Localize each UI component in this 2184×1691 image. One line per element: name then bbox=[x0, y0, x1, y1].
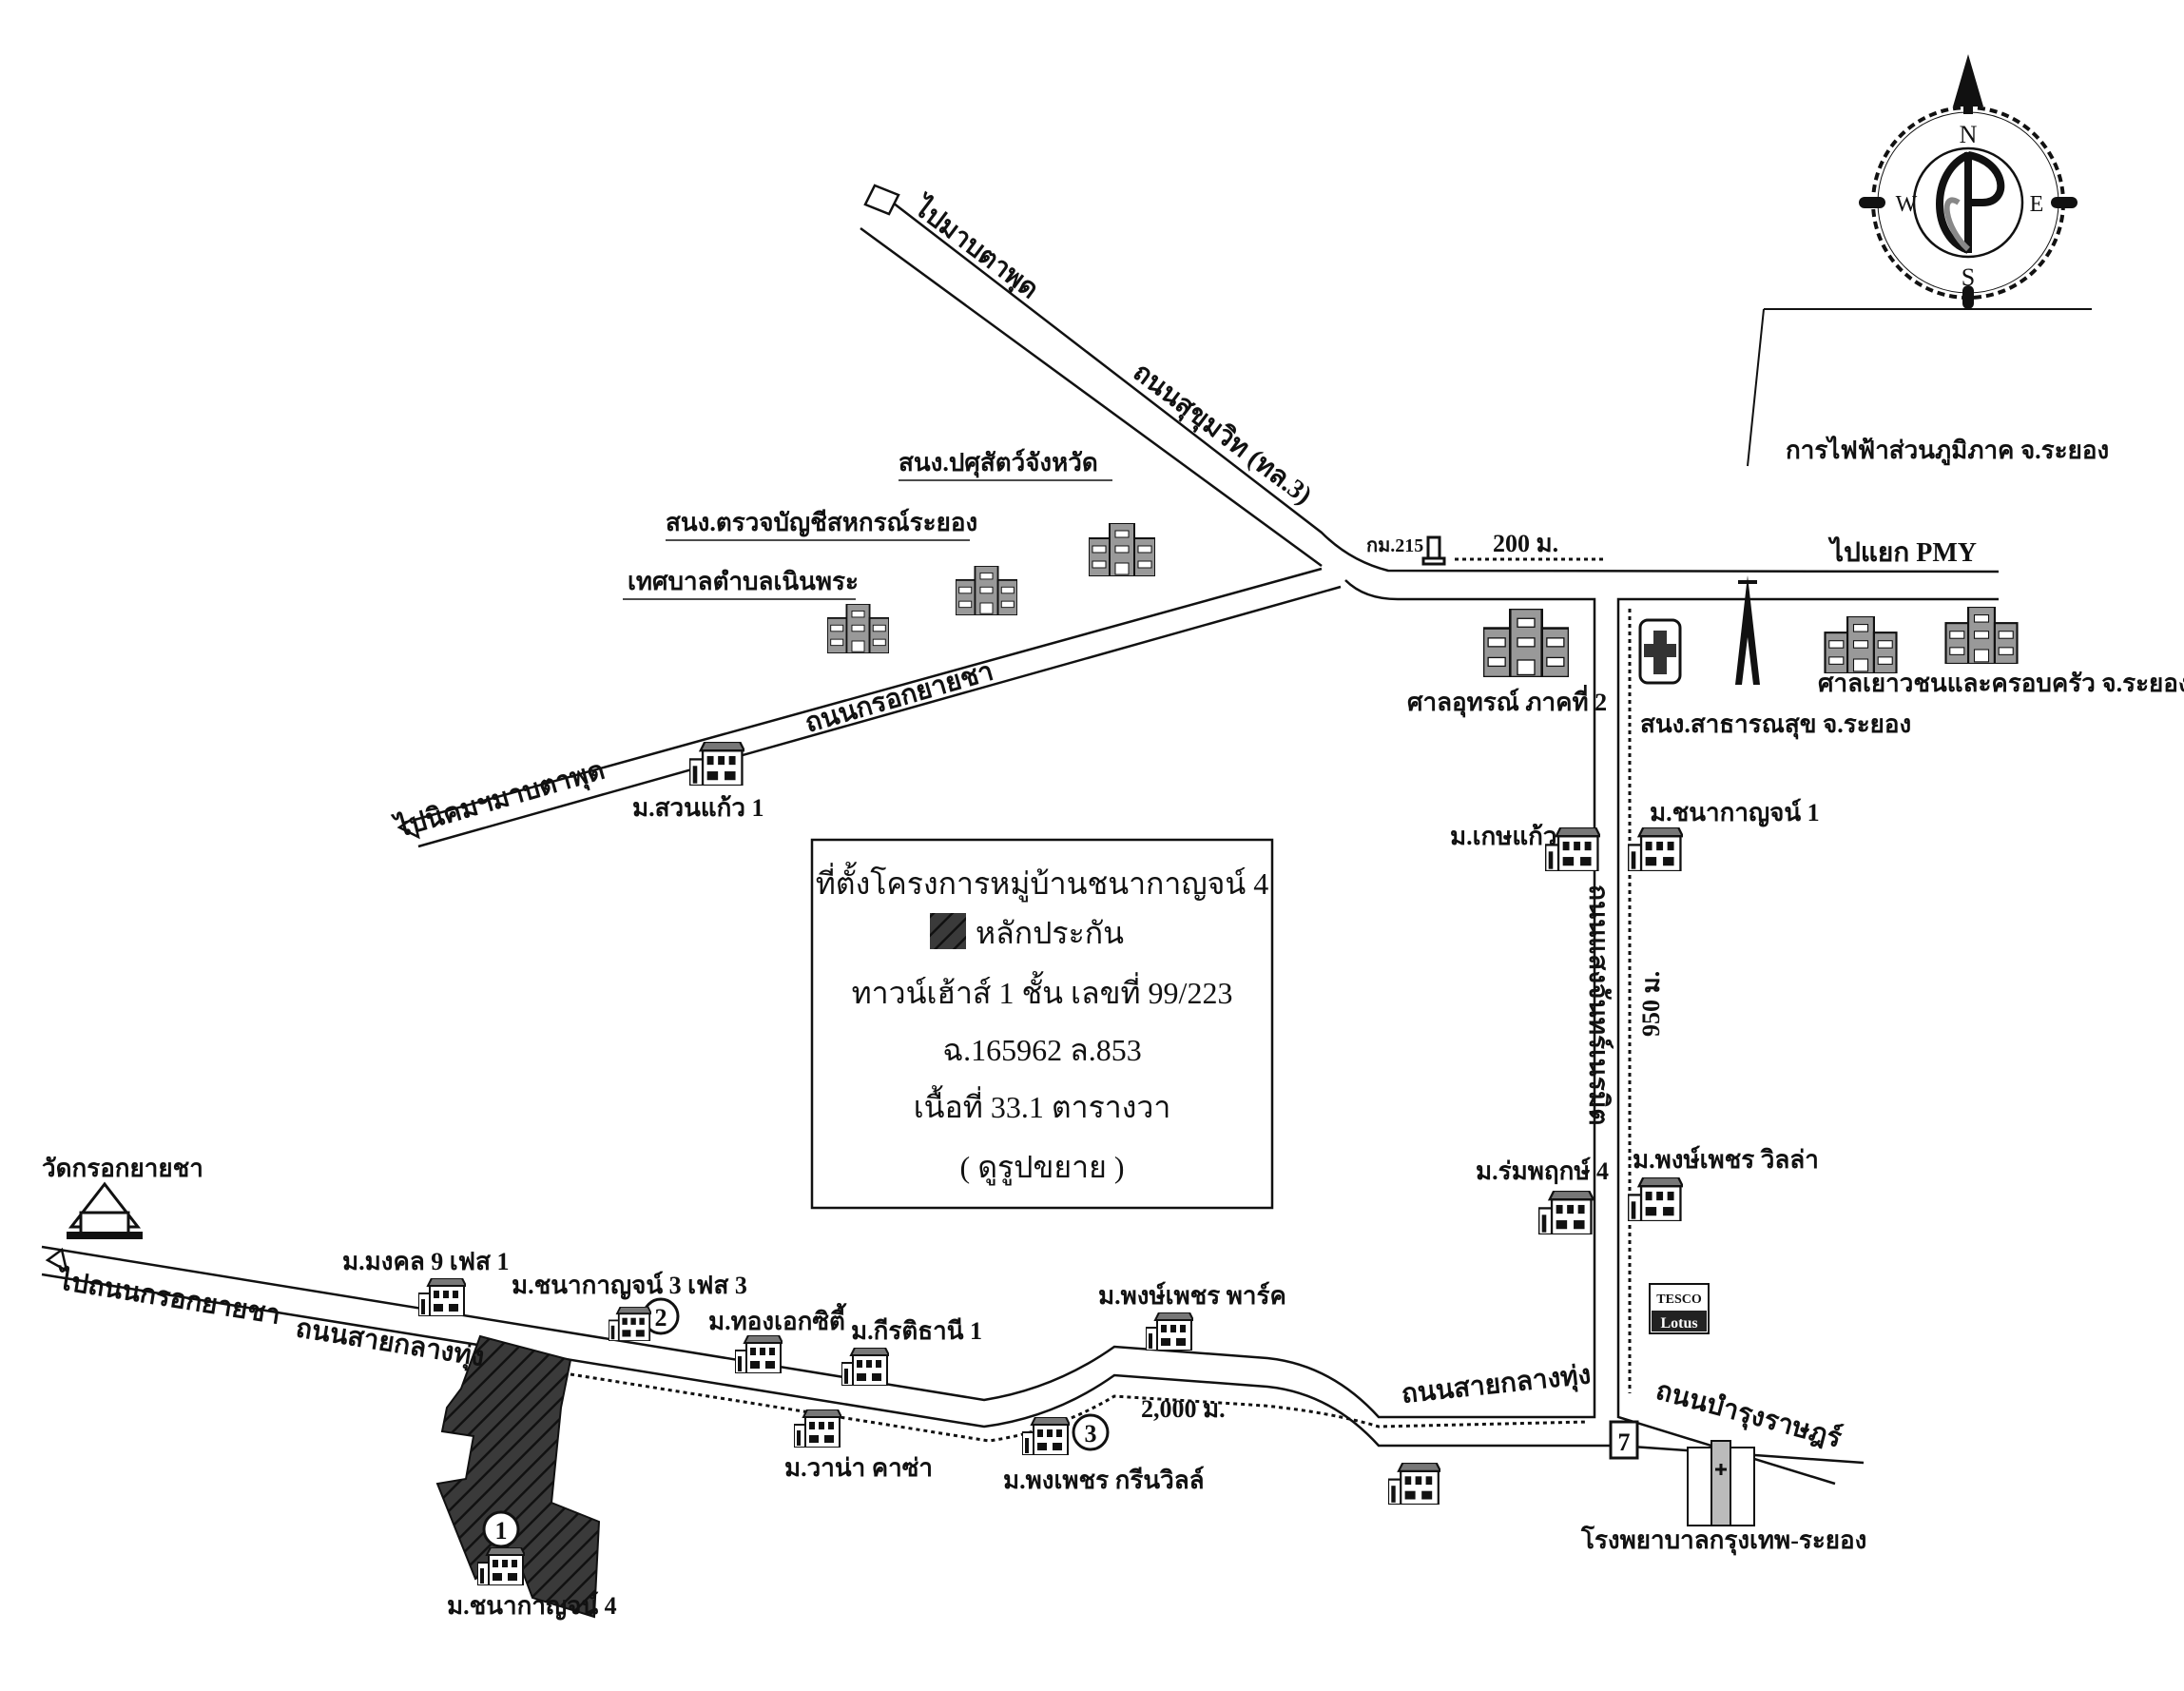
label-pongphet-villa: ม.พงษ์เพชร วิลล่า bbox=[1633, 1145, 1819, 1174]
info-line2: ฉ.165962 ล.853 bbox=[942, 1033, 1141, 1067]
svg-text:7: 7 bbox=[1618, 1429, 1631, 1456]
label-health-office: สนง.สาธารณสุข จ.ระยอง bbox=[1640, 710, 1911, 740]
label-to-pmy: ไปแยก PMY bbox=[1827, 536, 1977, 568]
collateral-legend-swatch bbox=[930, 913, 966, 949]
info-line1: ทาวน์เฮ้าส์ 1 ชั้น เลขที่ 99/223 bbox=[852, 971, 1233, 1010]
info-box: ที่ตั้งโครงการหมู่บ้านชนากาญจน์ 4 หลักปร… bbox=[810, 838, 1274, 1210]
info-line3: เนื้อที่ 33.1 ตารางวา bbox=[914, 1085, 1171, 1124]
compass-rose-icon: N S W E bbox=[1859, 54, 2078, 309]
seven-eleven-logo: 7 bbox=[1609, 1420, 1639, 1460]
label-saengchan: ถนนแสงจันทร์เนรมิต bbox=[1583, 884, 1614, 1125]
road-sukhumvit bbox=[860, 184, 2000, 1393]
compass-west: W bbox=[1896, 192, 1918, 217]
label-noen-phra: เทศบาลตำบลเนินพระ bbox=[628, 568, 859, 595]
label-pongphet-park: ม.พงษ์เพชร พาร์ค bbox=[1098, 1281, 1286, 1310]
label-chanakarn-4: ม.ชนากาญจน์ 4 bbox=[447, 1591, 617, 1621]
label-chanakarn-3: ม.ชนากาญจน์ 3 เฟส 3 bbox=[512, 1271, 747, 1300]
label-to-krok-yai-cha: ไปถนนกรอกยายชา bbox=[53, 1264, 282, 1331]
compass-north: N bbox=[1960, 121, 1978, 148]
label-pongphet-green: ม.พงเพชร กรีนวิลล์ bbox=[1003, 1466, 1205, 1494]
building-icon bbox=[1824, 616, 1898, 673]
label-bangkok-hospital: โรงพยาบาลกรุงเทพ-ระยอง bbox=[1580, 1525, 1866, 1556]
house-icon bbox=[609, 1307, 651, 1341]
label-mongkol-9: ม.มงคล 9 เฟส 1 bbox=[342, 1248, 509, 1275]
marker-3 bbox=[1072, 1413, 1110, 1451]
label-thong-ek: ม.ทองเอกซิตี้ bbox=[708, 1302, 847, 1335]
label-livestock-office: สนง.ปศุสัตว์จังหวัด bbox=[899, 448, 1098, 478]
arrow-left-icon bbox=[45, 1247, 68, 1273]
label-sai-klang-thung-right: ถนนสายกลางทุ่ง bbox=[1400, 1360, 1592, 1410]
house-icon bbox=[689, 742, 744, 786]
svg-text:Lotus: Lotus bbox=[1660, 1315, 1697, 1331]
house-icon bbox=[1628, 827, 1683, 871]
house-icon bbox=[1388, 1463, 1440, 1505]
label-950m: 950 ม. bbox=[1637, 971, 1665, 1037]
label-krok-yai-cha: ถนนกรอกยายชา bbox=[802, 657, 996, 739]
house-icon bbox=[794, 1409, 841, 1448]
label-suan-kaew: ม.สวนแก้ว 1 bbox=[632, 794, 763, 822]
health-office-cross-icon bbox=[1638, 618, 1682, 685]
label-appeal-court: ศาลอุทรณ์ ภาคที่ 2 bbox=[1407, 684, 1607, 718]
compass-east: E bbox=[2030, 192, 2044, 217]
marker-1-label: 1 bbox=[495, 1517, 508, 1545]
label-to-industrial-estate: ไปนิคมฯมาบตาพุด bbox=[390, 754, 609, 846]
house-icon bbox=[735, 1335, 783, 1373]
label-temple: วัดกรอกยายชา bbox=[42, 1155, 203, 1182]
house-icon bbox=[1146, 1312, 1193, 1351]
marker-3-label: 3 bbox=[1085, 1420, 1097, 1448]
label-juvenile-court: ศาลเยาวชนและครอบครัว จ.ระยอง bbox=[1818, 670, 2184, 697]
building-icon bbox=[827, 604, 889, 653]
marker-2-label: 2 bbox=[655, 1304, 667, 1331]
svg-text:TESCO: TESCO bbox=[1656, 1293, 1702, 1307]
marker-1 bbox=[482, 1510, 520, 1548]
label-sai-klang-thung-left: ถนนสายกลางทุ่ง bbox=[294, 1313, 487, 1373]
building-icon bbox=[956, 566, 1017, 615]
building-icon bbox=[1089, 523, 1155, 576]
label-sukhumvit: ถนนสุขุมวิท (ทล.3) bbox=[1127, 358, 1317, 512]
label-pea: การไฟฟ้าส่วนภูมิภาค จ.ระยอง bbox=[1786, 435, 2109, 466]
power-tower-icon bbox=[1735, 308, 2092, 685]
road-krok-yai-cha bbox=[396, 567, 1342, 848]
label-chanakarn-1: ม.ชนากาญจน์ 1 bbox=[1650, 798, 1820, 827]
label-coop-audit: สนง.ตรวจบัญชีสหกรณ์ระยอง bbox=[666, 508, 977, 537]
compass-south: S bbox=[1962, 263, 1975, 291]
label-vana-casa: ม.วาน่า คาซ่า bbox=[784, 1454, 933, 1482]
km-post-icon bbox=[1421, 535, 1446, 566]
label-ket-kaew: ม.เกษแก้ว bbox=[1450, 823, 1557, 850]
arrow-left-icon bbox=[396, 815, 420, 840]
house-icon bbox=[1538, 1191, 1594, 1234]
tesco-lotus-logo: TESCO Lotus bbox=[1649, 1283, 1710, 1334]
house-icon bbox=[841, 1348, 889, 1386]
label-200m: 200 ม. bbox=[1493, 530, 1558, 557]
label-km-215: กม.215 bbox=[1366, 535, 1423, 556]
info-legend: หลักประกัน bbox=[976, 916, 1124, 950]
label-2000m: 2,000 ม. bbox=[1141, 1395, 1226, 1423]
house-icon bbox=[1628, 1177, 1683, 1221]
road-sai-klang-thung bbox=[41, 1245, 1865, 1486]
info-line4: ( ดูรูปขยาย ) bbox=[960, 1150, 1125, 1186]
temple-icon bbox=[67, 1181, 143, 1239]
arrow-left-icon bbox=[863, 184, 900, 216]
hospital-building-icon bbox=[1687, 1440, 1755, 1526]
house-icon bbox=[418, 1278, 466, 1316]
building-icon bbox=[1944, 607, 2019, 664]
house-icon bbox=[1022, 1417, 1070, 1455]
label-to-map-ta-phut: ไปมาบตาพุด bbox=[906, 189, 1045, 305]
label-kirati: ม.กีรติธานี 1 bbox=[851, 1317, 982, 1345]
label-rom-pruek: ม.ร่มพฤกษ์ 4 bbox=[1476, 1156, 1609, 1185]
building-icon bbox=[1483, 609, 1569, 677]
info-title: ที่ตั้งโครงการหมู่บ้านชนากาญจน์ 4 bbox=[816, 862, 1269, 903]
label-bamrung-rat: ถนนบำรุงราษฎร์ bbox=[1652, 1375, 1845, 1455]
